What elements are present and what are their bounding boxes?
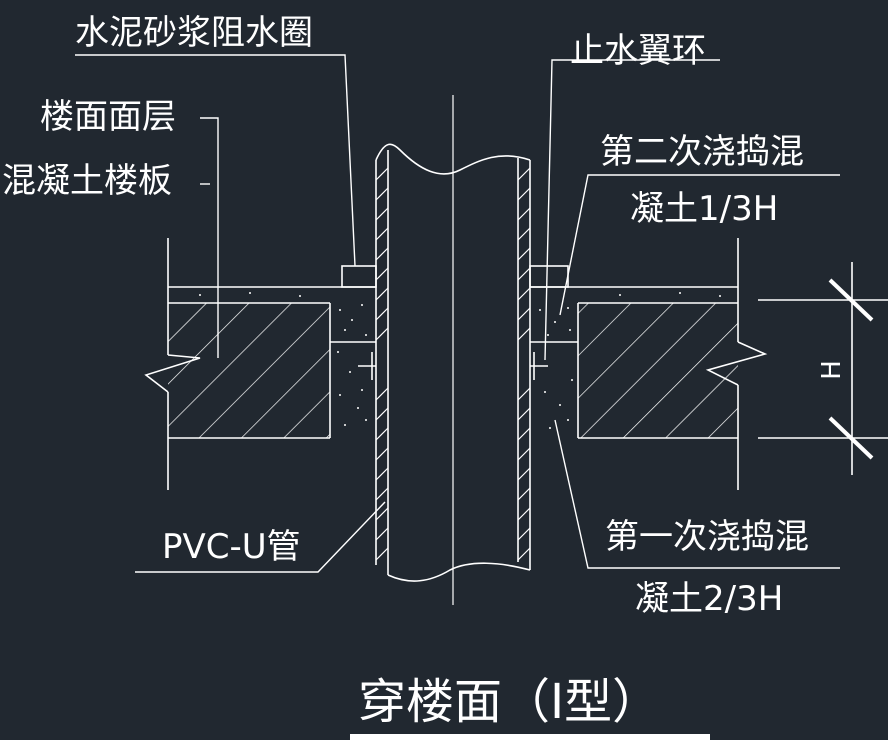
label-mortar-ring: 水泥砂浆阻水圈 xyxy=(75,13,313,53)
label-water-stop-ring: 止水翼环 xyxy=(570,31,706,71)
label-second-pour-2: 凝土1/3H xyxy=(630,189,778,229)
dimension-h xyxy=(758,262,888,475)
left-floor-slab xyxy=(144,238,331,490)
label-second-pour-1: 第二次浇捣混 xyxy=(600,132,804,172)
pvc-pipe xyxy=(375,95,531,605)
label-first-pour-2: 凝土2/3H xyxy=(635,579,783,619)
water-stop-ring-right xyxy=(530,352,548,380)
label-pvc-pipe: PVC-U管 xyxy=(162,527,301,567)
left-mortar-ring xyxy=(341,265,377,288)
right-mortar-ring xyxy=(529,265,569,288)
title-underline xyxy=(350,734,710,740)
label-floor-finish: 楼面面层 xyxy=(40,97,176,137)
grout-speckles xyxy=(199,292,721,429)
label-dimension-h: H xyxy=(817,360,847,380)
right-floor-slab xyxy=(577,238,768,490)
water-stop-ring-left xyxy=(358,352,376,380)
label-concrete-slab: 混凝土楼板 xyxy=(2,161,172,201)
drawing-title: 穿楼面（I型） xyxy=(358,674,660,730)
leader-lines xyxy=(75,54,840,573)
label-first-pour-1: 第一次浇捣混 xyxy=(605,517,809,557)
